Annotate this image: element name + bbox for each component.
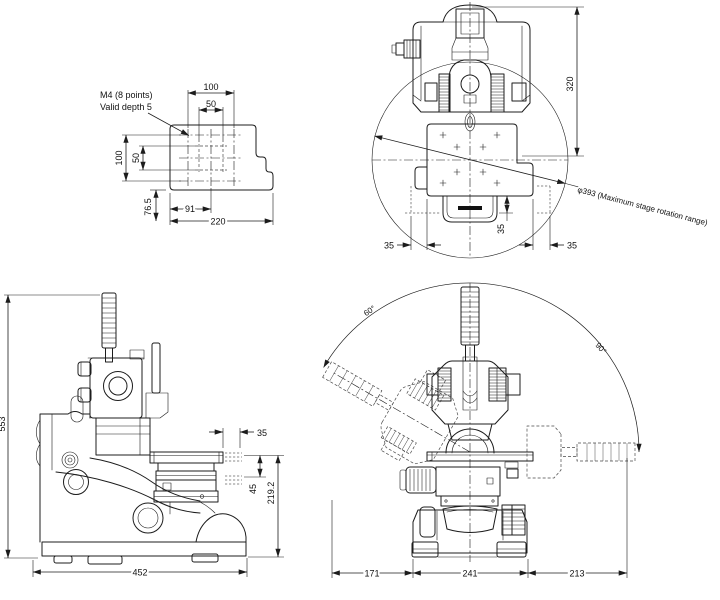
- plate-outline: [169, 124, 274, 191]
- note-m4-line2: Valid depth 5: [100, 102, 152, 112]
- stage-travel-dotted-side: [225, 452, 242, 485]
- dim-label-45: 45: [248, 484, 258, 494]
- top-view-stage: [414, 112, 534, 197]
- dim-label-452: 452: [132, 568, 147, 578]
- dim-label-91: 91: [185, 204, 195, 214]
- top-view-lamp-housing: [442, 195, 498, 223]
- dim-label-76-5: 76.5: [143, 198, 153, 216]
- rotation-range-label: φ393 (Maximum stage rotation range): [576, 185, 708, 227]
- hole-grid-centerlines: [179, 129, 243, 187]
- top-view-centerlines: [372, 2, 568, 258]
- stage-plate-plan-view: M4 (8 points) Valid depth 5 100 50 100 5…: [100, 82, 274, 229]
- tilted-90-position-dashed: [526, 425, 636, 479]
- dim-label-50-left: 50: [131, 153, 141, 163]
- stage-travel-dotted: [405, 185, 553, 214]
- dim-label-213: 213: [569, 569, 584, 579]
- dim-label-241: 241: [462, 569, 477, 579]
- dim-label-100-top: 100: [203, 82, 218, 92]
- front-view: 60° 90°: [322, 282, 642, 581]
- side-view: 553 35 45 219.2 452: [0, 292, 284, 580]
- angle-label-60: 60°: [362, 304, 377, 318]
- dim-label-35-left: 35: [384, 241, 394, 251]
- dim-label-553: 553: [0, 416, 7, 431]
- dim-label-220: 220: [210, 217, 225, 227]
- angle-label-90: 90°: [593, 341, 608, 356]
- dim-label-219-2: 219.2: [266, 482, 276, 505]
- dim-label-100-left: 100: [114, 150, 124, 165]
- stage-mount-holes: [439, 131, 501, 187]
- side-view-body: [35, 292, 247, 565]
- top-view-body: [391, 4, 531, 113]
- tilted-60-position-dashed: [322, 361, 459, 465]
- dim-label-320: 320: [565, 76, 575, 91]
- front-view-centerlines: [331, 283, 471, 562]
- dim-label-35-side: 35: [257, 428, 267, 438]
- note-m4-line1: M4 (8 points): [100, 90, 153, 100]
- dim-label-50-top: 50: [206, 99, 216, 109]
- front-view-body: [399, 286, 534, 558]
- tilt-range-arc: [323, 282, 642, 453]
- rotation-diameter-line: [374, 135, 566, 185]
- note-leader-line: [147, 112, 190, 136]
- dim-label-35-right: 35: [567, 241, 577, 251]
- dim-label-171: 171: [364, 569, 379, 579]
- top-view: φ393 (Maximum stage rotation range): [371, 2, 709, 259]
- dim-label-35-vertical: 35: [496, 224, 506, 234]
